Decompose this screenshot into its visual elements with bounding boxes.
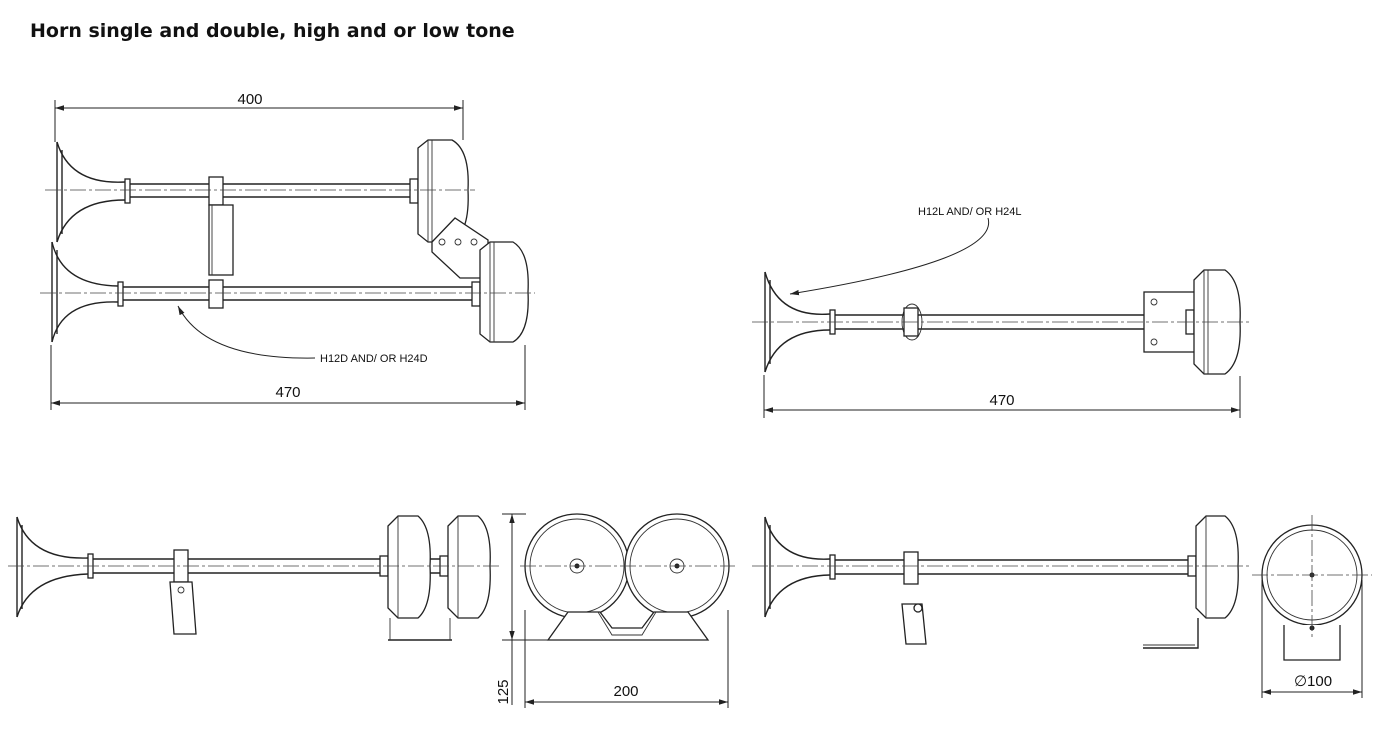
dim-470-label-single: 470 <box>989 392 1014 409</box>
single-horn-side-view-bottom <box>752 515 1250 649</box>
page-title: Horn single and double, high and or low … <box>30 20 515 42</box>
double-model-label: H12D AND/ OR H24D <box>320 353 428 365</box>
dim-400-label: 400 <box>237 91 262 108</box>
dim-125-label: 125 <box>495 679 512 704</box>
dim-470-label-double: 470 <box>275 384 300 401</box>
single-horn-side-view: 470 H12L AND/ OR H24L <box>752 206 1250 418</box>
double-horn-side-view <box>8 515 500 641</box>
dim-200-label: 200 <box>613 683 638 700</box>
single-model-label: H12L AND/ OR H24L <box>918 206 1022 218</box>
dim-diameter-100-label: ∅100 <box>1294 673 1332 690</box>
single-horn-front-view: ∅100 <box>1252 515 1372 698</box>
double-horn-top-view: 400 470 H12D AND/ OR H24D <box>40 91 535 410</box>
double-horn-front-view: 125 200 <box>495 513 735 708</box>
